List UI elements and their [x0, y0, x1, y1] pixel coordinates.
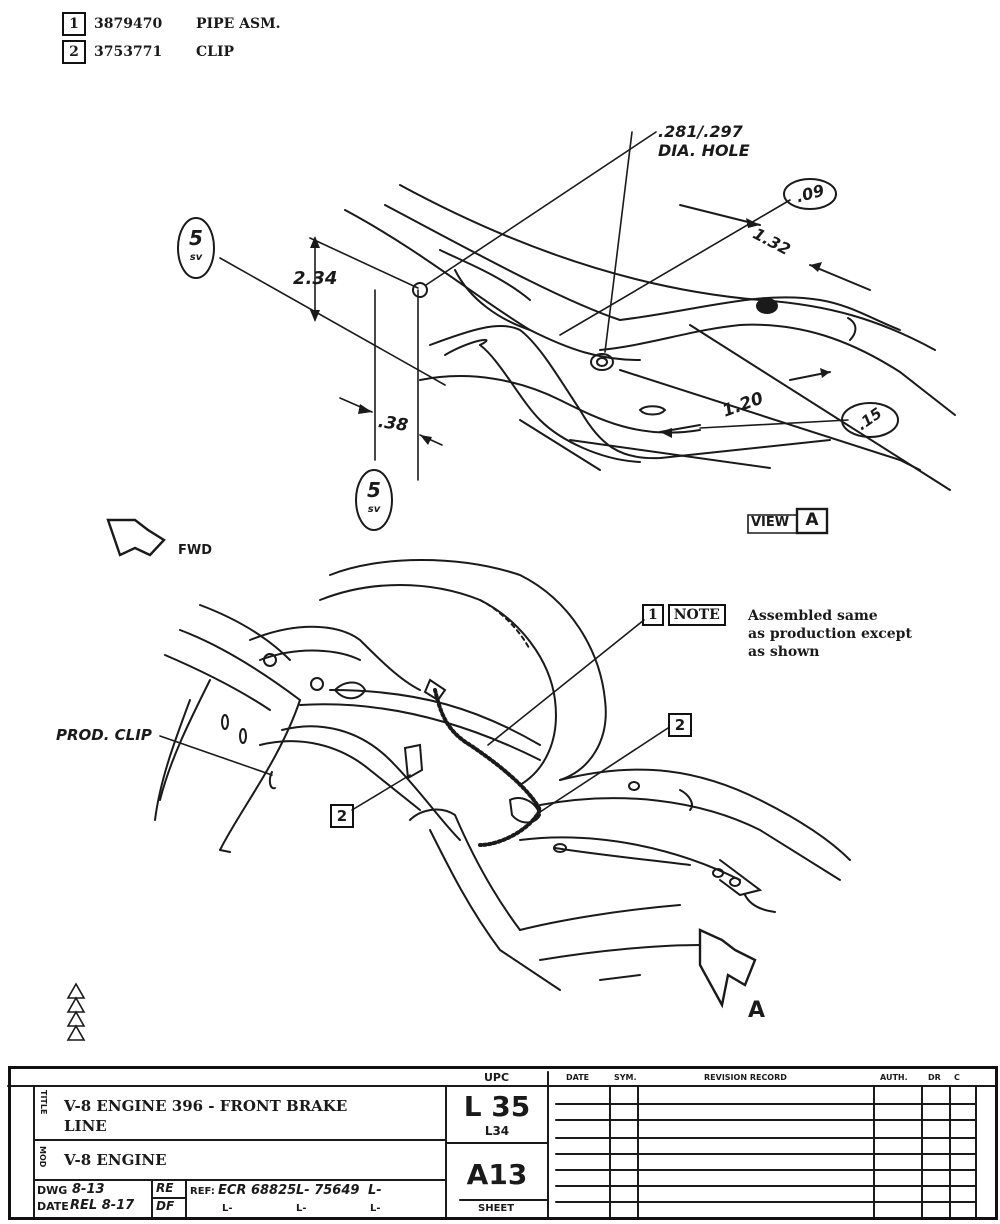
note-line: Assembled same — [748, 608, 878, 624]
title-block — [8, 1066, 998, 1220]
note-text: Assembled same as production except as s… — [748, 607, 912, 661]
part-description: CLIP — [196, 44, 235, 60]
parts-row: 2 3753771 CLIP — [62, 38, 281, 66]
rev-header-auth: AUTH. — [880, 1073, 908, 1082]
note-line: as production except — [748, 626, 912, 642]
dwg-value: 8-13 — [72, 1182, 105, 1197]
part-number: 3753771 — [94, 44, 163, 60]
main-view-holes — [221, 653, 741, 887]
fwd-arrow-icon — [106, 518, 166, 557]
view-a-arrow-icon — [698, 928, 757, 1009]
title-block-lines — [7, 1071, 997, 1219]
callout-2-right: 2 — [668, 713, 692, 737]
view-letter: A — [805, 510, 819, 530]
rev-header-c: C — [954, 1073, 960, 1082]
sheet-label: SHEET — [478, 1203, 515, 1214]
callout-5sv-top-sub: sv — [189, 252, 203, 263]
fwd-label: FWD — [178, 543, 213, 558]
part-number-box: 1 — [62, 12, 86, 36]
callout-5sv-bottom-sub: sv — [367, 504, 381, 515]
rev-header-record: REVISION RECORD — [704, 1073, 787, 1082]
note-line: as shown — [748, 644, 820, 660]
dimension-38: .38 — [376, 412, 410, 436]
date-value: REL 8-17 — [70, 1198, 135, 1213]
rev-header-dr: DR — [928, 1073, 941, 1082]
view-a-arrow-label: A — [748, 998, 766, 1023]
view-a-frame — [344, 184, 956, 491]
rev-header-sym: SYM. — [614, 1073, 637, 1082]
view-a-dim-arrows — [310, 218, 830, 445]
rev-header-date: DATE — [566, 1073, 590, 1082]
part-description: PIPE ASM. — [196, 16, 281, 32]
ref-l4: L- — [296, 1203, 307, 1214]
ref-l3: L- — [222, 1203, 233, 1214]
title-line: V-8 ENGINE 396 - FRONT BRAKE — [64, 1097, 348, 1115]
df-label: DF — [156, 1199, 175, 1213]
view-a-callouts — [177, 178, 899, 531]
hole-type: DIA. HOLE — [658, 141, 750, 160]
re-label: RE — [156, 1181, 174, 1195]
prod-clip-label: PROD. CLIP — [56, 726, 152, 744]
model-name: V-8 ENGINE — [64, 1151, 167, 1169]
ref-label: REF: — [190, 1186, 215, 1197]
hole-diameter: .281/.297 — [658, 122, 743, 141]
ref-value: ECR 68825 — [218, 1183, 297, 1198]
part-number: 3879470 — [94, 16, 163, 32]
revision-triangles — [66, 982, 86, 1041]
main-view-body — [154, 559, 851, 991]
date-label: DATE — [37, 1200, 69, 1213]
part-number-box: 2 — [62, 40, 86, 64]
upc-label: UPC — [484, 1071, 510, 1084]
ref-l5: L- — [370, 1203, 381, 1214]
callout-2-left: 2 — [330, 804, 354, 828]
note-number: 1 — [642, 604, 664, 626]
parts-row: 1 3879470 PIPE ASM. — [62, 10, 281, 38]
parts-list: 1 3879470 PIPE ASM. 2 3753771 CLIP — [62, 10, 281, 66]
callout-5sv-bottom-num: 5 — [367, 478, 381, 502]
dimension-2-34: 2.34 — [293, 268, 338, 289]
upc-main: L 35 — [463, 1090, 531, 1123]
ref-l2: L- — [368, 1183, 382, 1198]
brake-pipe — [268, 678, 691, 866]
callout-5sv-top-num: 5 — [189, 226, 203, 250]
main-view-leaders — [159, 619, 669, 813]
hole-spec-label: .281/.297 DIA. HOLE — [658, 122, 750, 160]
dwg-label: DWG — [37, 1184, 68, 1197]
view-a-holes — [412, 282, 778, 416]
note-tag: 1 NOTE — [642, 604, 726, 626]
upc-sub: L34 — [484, 1124, 510, 1138]
note-word: NOTE — [667, 604, 726, 626]
view-label: VIEW — [751, 515, 790, 530]
title-side-label: TITLE — [39, 1090, 48, 1115]
title-line: LINE — [64, 1117, 107, 1135]
ref-l1: L- 75649 — [296, 1183, 360, 1198]
drawing-title: V-8 ENGINE 396 - FRONT BRAKE LINE — [64, 1096, 347, 1136]
model-side-label: MOD — [38, 1146, 47, 1168]
upc-code: A13 — [466, 1158, 528, 1191]
